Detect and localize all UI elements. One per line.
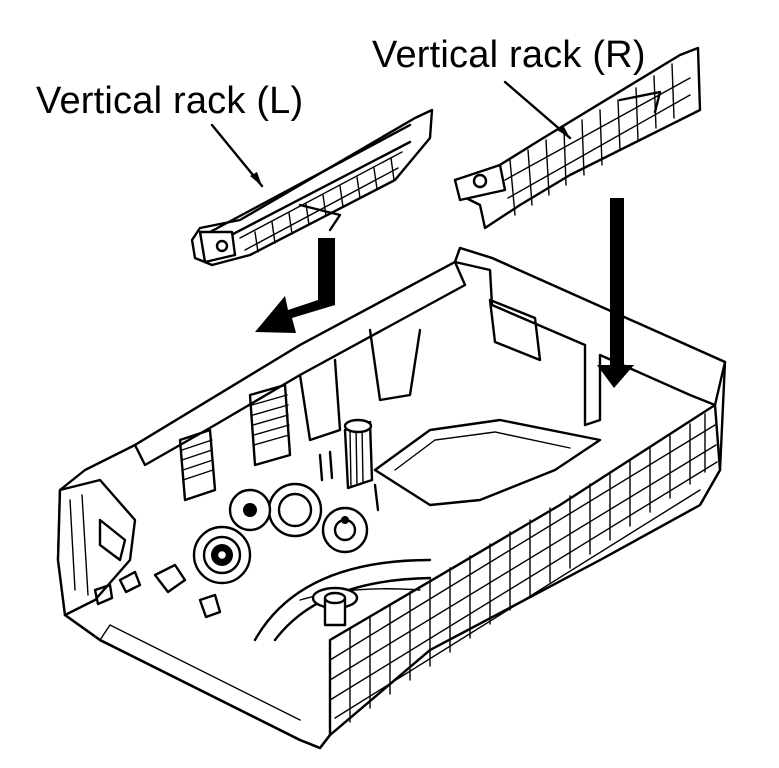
main-gear <box>192 525 252 585</box>
capstan-pillar <box>343 418 374 490</box>
arrow-left-placement <box>255 238 335 333</box>
label-vertical-rack-left: Vertical rack (L) <box>36 80 304 122</box>
vertical-rack-right <box>453 46 702 230</box>
label-vertical-rack-right: Vertical rack (R) <box>372 34 646 76</box>
chassis-frame <box>56 246 727 750</box>
vertical-rack-left <box>190 108 434 267</box>
reel-spindle <box>311 586 359 627</box>
arrow-right-placement <box>597 198 634 388</box>
leader-lines <box>210 80 572 188</box>
gear-cluster <box>228 482 369 554</box>
